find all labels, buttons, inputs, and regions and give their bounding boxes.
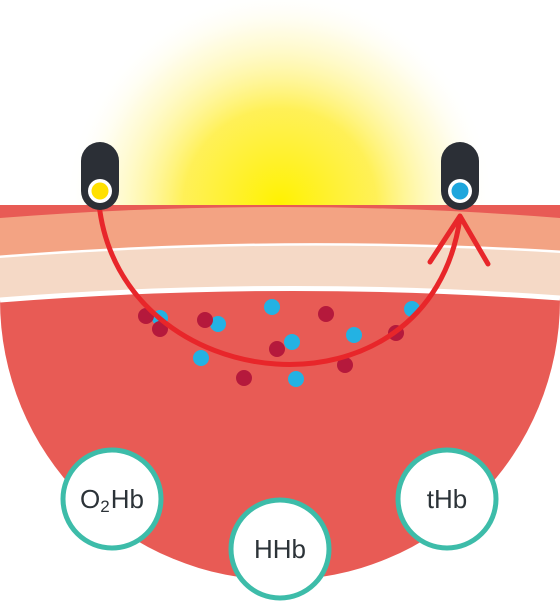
oxygenated-cell	[337, 357, 353, 373]
deoxygenated-cell	[284, 334, 300, 350]
oxygenated-cell	[197, 312, 213, 328]
deoxygenated-cell	[210, 316, 226, 332]
o2hb-bubble: O2Hb	[60, 447, 164, 551]
light-path-arc	[96, 201, 463, 367]
light-path	[96, 201, 491, 367]
deoxygenated-cell	[346, 327, 362, 343]
hhb-bubble: HHb	[228, 497, 332, 601]
light-detector-icon	[441, 142, 479, 210]
oxygenated-cell	[269, 341, 285, 357]
o2hb-main: O	[80, 484, 100, 514]
o2hb-tail: Hb	[111, 484, 144, 514]
deoxygenated-cell	[264, 299, 280, 315]
thb-label: tHb	[427, 484, 467, 514]
hhb-label: HHb	[254, 534, 306, 564]
blood-cells	[138, 299, 420, 387]
thb-bubble: tHb	[395, 447, 499, 551]
deoxygenated-cell	[288, 371, 304, 387]
deoxygenated-cell	[193, 350, 209, 366]
dermis-layer	[0, 245, 560, 300]
light-emitter-icon	[81, 142, 119, 210]
o2hb-label: O2Hb	[80, 484, 144, 516]
o2hb-subscript: 2	[100, 497, 109, 516]
arrow-head-icon	[427, 213, 491, 267]
oxygenated-cell	[236, 370, 252, 386]
oxygenated-cell	[318, 306, 334, 322]
layer-separator-2	[0, 285, 560, 303]
